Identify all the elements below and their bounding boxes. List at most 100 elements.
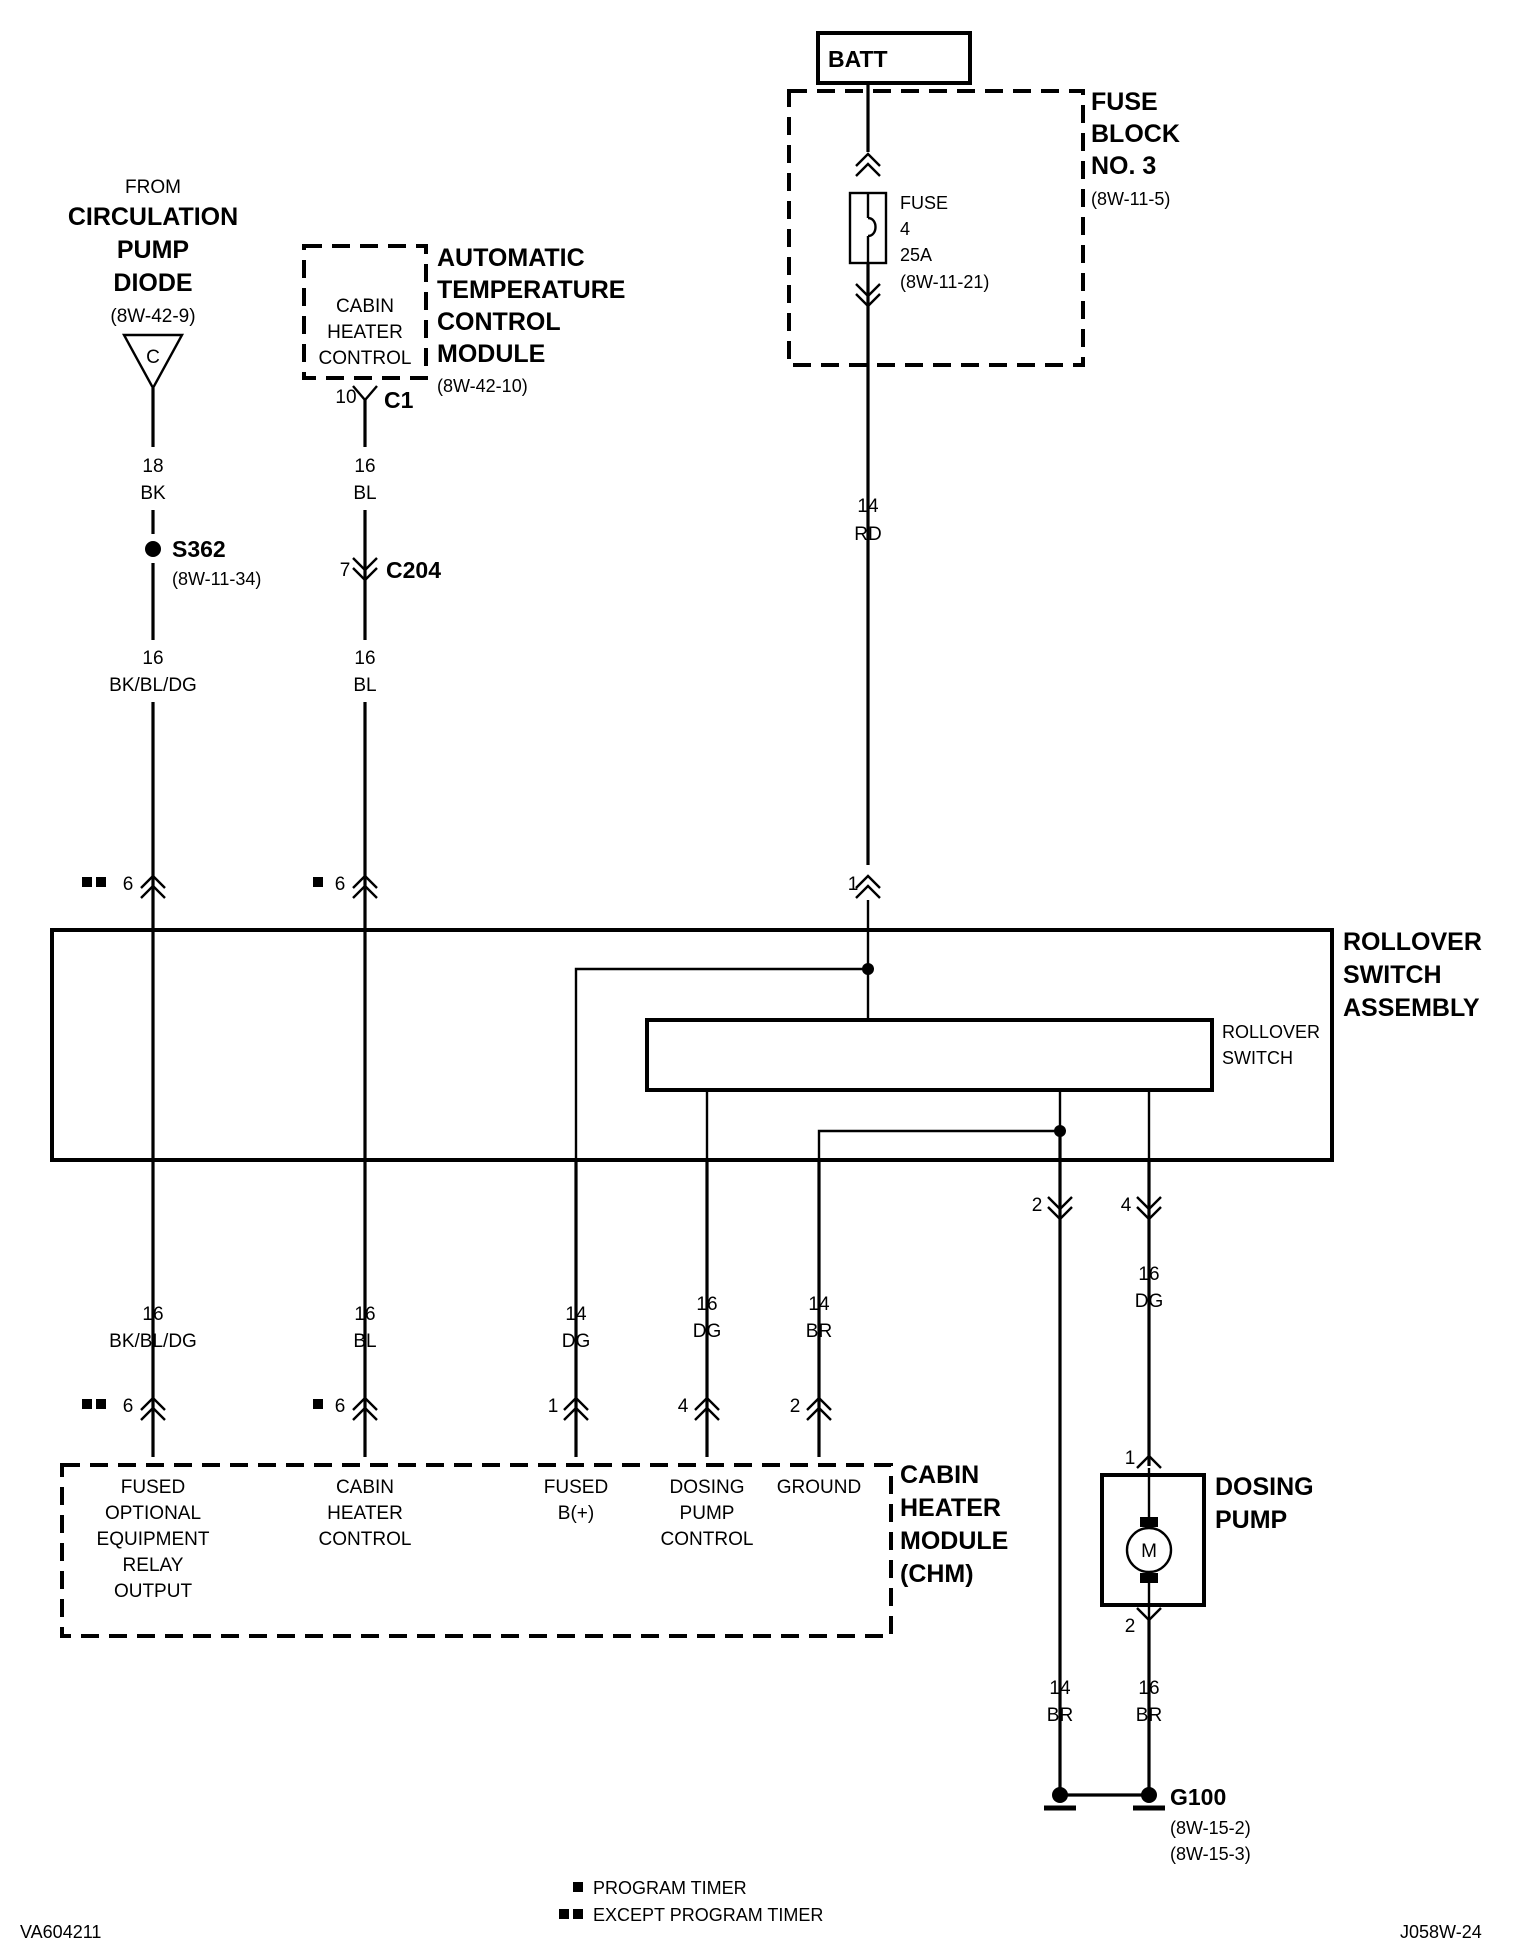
wire-16-dg-pump-color: DG [1135,1291,1164,1312]
wire-18-bk-gauge: 18 [142,456,163,477]
wire-14-br-g-gauge: 14 [1049,1678,1071,1699]
chm-pin-2: 2 [790,1396,801,1417]
rollover-switch-box [645,1018,1214,1092]
atc-module: CABIN HEATER CONTROL AUTOMATIC TEMPERATU… [302,244,625,413]
chm-term-3-line-1: FUSED [544,1477,608,1498]
wire-16-bl-color: BL [353,675,376,696]
rollover-switch-label-2: SWITCH [1222,1048,1293,1068]
wire-16-bkbldg-low-color: BK/BL/DG [109,1331,197,1352]
circ-pump-title-3: DIODE [113,269,192,297]
chm-term-5-line-1: GROUND [777,1477,861,1498]
chm-connectors: 6 6 1 4 2 [82,1396,832,1421]
cabin-heater-module: CABIN HEATER MODULE (CHM) FUSED OPTIONAL… [60,1461,1008,1638]
legend: PROGRAM TIMER EXCEPT PROGRAM TIMER [559,1878,823,1925]
battery-label: BATT [828,46,888,72]
fuse-label-4: (8W-11-21) [900,272,989,292]
atc-ref: (8W-42-10) [437,376,528,396]
atc-inner-2: HEATER [327,322,403,343]
wire-16-dg-color: DG [693,1321,722,1342]
wire-16-br-ground: 16 BR [1136,1620,1162,1795]
legend-program-timer: PROGRAM TIMER [593,1878,747,1898]
atc-inner-1: CABIN [336,296,394,317]
chm-term-2-line-2: HEATER [327,1503,403,1524]
double-square-icon [82,877,106,887]
chm-term-4-line-1: DOSING [670,1477,745,1498]
wire-14-dg: 14 DG [562,1160,591,1457]
motor-label: M [1141,1541,1157,1562]
chm-pin-6-b: 6 [335,1396,346,1417]
chm-title-2: HEATER [900,1494,1001,1522]
chm-term-1-line-5: OUTPUT [114,1581,193,1602]
from-label: FROM [125,177,181,198]
fuse-label-1: FUSE [900,193,948,213]
atc-title-4: MODULE [437,340,545,368]
circ-pump-title-1: CIRCULATION [68,203,238,231]
wire-14-br-g-color: BR [1047,1705,1073,1726]
fuse-block-title-2: BLOCK [1091,120,1180,148]
circ-pump-title-2: PUMP [117,236,189,264]
circ-pump-ref: (8W-42-9) [110,306,195,327]
single-square-icon [313,1399,323,1409]
wire-16-bl-low-color: BL [353,1331,376,1352]
single-square-icon [573,1882,583,1892]
chm-pin-1: 1 [548,1396,559,1417]
wire-bl: 16 BL 7 C204 16 BL 6 [313,400,441,1457]
dosing-pump-title-2: PUMP [1215,1506,1287,1534]
wire-14-br: 14 BR [806,1160,832,1457]
chm-term-2-line-1: CABIN [336,1477,394,1498]
dosing-pump-title-1: DOSING [1215,1473,1314,1501]
wire-16-bkbldg-color: BK/BL/DG [109,675,197,696]
pin-4-right: 4 [1121,1195,1132,1216]
pump-pin-top: 1 [1125,1448,1136,1469]
battery-source: BATT [816,31,972,85]
connector-triangle-icon [121,333,185,391]
atc-title-3: CONTROL [437,308,561,336]
pump-pin-bottom: 2 [1125,1616,1136,1637]
atc-inner-3: CONTROL [319,348,412,369]
fuse-label-3: 25A [900,245,932,265]
chm-term-1-line-4: RELAY [123,1555,184,1576]
fuse-block-ref: (8W-11-5) [1091,189,1170,209]
fuse-4: FUSE 4 25A (8W-11-21) [848,83,989,308]
footer-left: VA604211 [20,1922,101,1942]
wire-16-dg-pump-gauge: 16 [1138,1264,1159,1285]
c204-name: C204 [386,557,441,583]
wire-16-bkbldg-gauge: 16 [142,648,163,669]
ground-ref-2: (8W-15-3) [1170,1844,1251,1864]
chm-term-2-line-3: CONTROL [319,1529,412,1550]
assembly-title-2: SWITCH [1343,961,1442,989]
atc-title-1: AUTOMATIC [437,244,585,272]
chm-title-4: (CHM) [900,1560,974,1588]
atc-pin: 10 [335,387,356,408]
fuse-label-2: 4 [900,219,910,239]
double-square-icon [559,1909,569,1919]
wire-14-br-ground: 2 14 BR [1032,1131,1073,1795]
splice-name: S362 [172,536,226,562]
footer-right: J058W-24 [1400,1922,1482,1942]
chm-term-1-line-1: FUSED [121,1477,185,1498]
fuse-block-title-3: NO. 3 [1091,152,1156,180]
chm-title-3: MODULE [900,1527,1008,1555]
wire-16-dg-gauge: 16 [696,1294,717,1315]
ground-g100: G100 (8W-15-2) (8W-15-3) [1044,1784,1251,1864]
chm-pin-6-a: 6 [123,1396,134,1417]
assembly-title-3: ASSEMBLY [1343,994,1480,1022]
wire-16-bl-top-gauge: 16 [354,456,375,477]
double-square-icon [82,1399,92,1409]
wire-14-dg-color: DG [562,1331,591,1352]
legend-except-program-timer: EXCEPT PROGRAM TIMER [593,1905,823,1925]
pin-1-rd: 1 [848,874,859,895]
chm-term-4-line-2: PUMP [680,1503,735,1524]
wire-16-bl-low-gauge: 16 [354,1304,375,1325]
chm-term-1-line-2: OPTIONAL [105,1503,201,1524]
rollover-switch-label-1: ROLLOVER [1222,1022,1320,1042]
ground-ref-1: (8W-15-2) [1170,1818,1251,1838]
wire-bk-bkbldg: 18 BK S362 (8W-11-34) 16 BK/BL/DG 6 [82,388,261,1457]
wire-16-bl-top-color: BL [353,483,376,504]
wire-16-br-g-gauge: 16 [1138,1678,1159,1699]
fuse-block-title-1: FUSE [1091,88,1158,116]
wire-14-rd-color: RD [854,524,881,545]
assembly-title-1: ROLLOVER [1343,928,1482,956]
single-square-icon [313,877,323,887]
fuse-block: FUSE BLOCK NO. 3 (8W-11-5) [787,88,1180,367]
